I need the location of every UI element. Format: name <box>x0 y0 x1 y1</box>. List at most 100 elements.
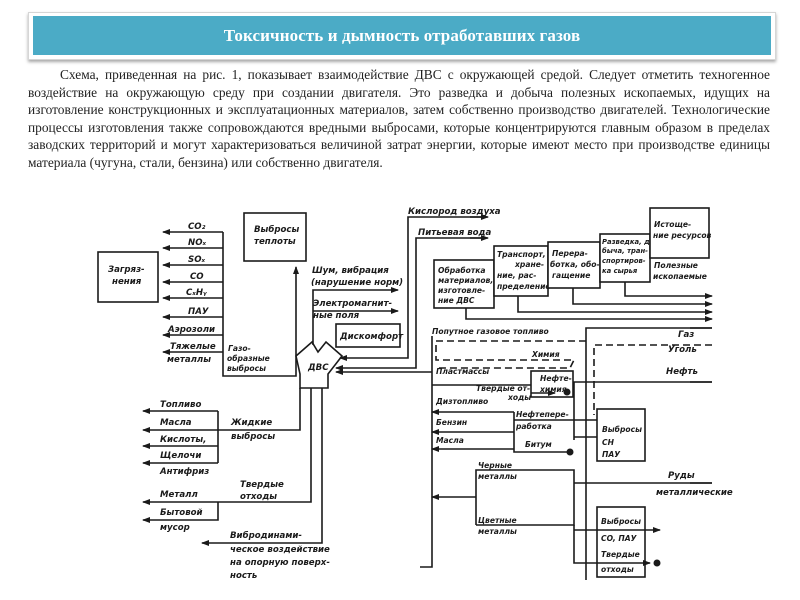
nonferrous-waste-arrow <box>573 525 651 566</box>
refinery-label-1: Нефтепере- <box>516 410 569 419</box>
label-antifreeze: Антифриз <box>159 467 209 477</box>
liquid-emissions-label-1: Жидкие <box>230 418 272 428</box>
body-paragraph: Схема, приведенная на рис. 1, показывает… <box>28 67 770 170</box>
svg-text:Обработка: Обработка <box>438 266 486 275</box>
refinery-trunk <box>513 412 570 453</box>
label-cxhy: CₓHᵧ <box>186 288 207 298</box>
svg-text:Выбросы: Выбросы <box>254 224 299 235</box>
plastics-label: Пластмассы <box>436 367 489 376</box>
noise-arrow <box>312 287 399 345</box>
gas-label: Газ <box>678 330 694 340</box>
gas-emissions-label-3: выбросы <box>227 364 266 373</box>
svg-text:Выбросы: Выбросы <box>601 517 641 526</box>
svg-text:быча, тран-: быча, тран- <box>602 247 648 255</box>
label-pau: ПАУ <box>188 307 209 317</box>
gas-pollutant-lines <box>162 229 283 377</box>
minerals-label-1: Полезные <box>654 261 698 270</box>
vibro-label-3: на опорную поверх- <box>230 558 330 568</box>
gas-emissions-label-2: образные <box>227 354 270 363</box>
svg-text:Загряз-: Загряз- <box>108 265 145 275</box>
svg-text:гащение: гащение <box>552 271 590 280</box>
ores-label-1: Руды <box>668 471 695 481</box>
em-label-1: Электромагнит- <box>313 299 393 309</box>
solid-trunk <box>218 388 312 503</box>
coal-label: Уголь <box>668 345 697 355</box>
vibro-label-4: ность <box>230 571 257 581</box>
gas-input-line <box>585 327 712 580</box>
water-line <box>335 237 484 371</box>
svg-text:Твердые: Твердые <box>601 550 640 559</box>
svg-text:нения: нения <box>112 277 142 287</box>
heat-arrow <box>283 266 299 377</box>
svg-text:Перера-: Перера- <box>552 249 588 258</box>
label-acids: Кислоты, <box>160 435 206 445</box>
svg-text:Истоще-: Истоще- <box>654 220 691 229</box>
body-text: Схема, приведенная на рис. 1, показывает… <box>28 66 770 172</box>
svg-text:ПАУ: ПАУ <box>602 450 621 459</box>
transport-output <box>517 296 713 315</box>
ferrous-label-2: металлы <box>478 472 517 481</box>
ores-label-2: металлические <box>656 488 733 498</box>
liquid-emissions-label-2: выбросы <box>231 431 275 442</box>
coal-input-line <box>593 344 712 415</box>
solid-waste-label-1: Твердые <box>240 480 284 490</box>
chemistry-label: Химия <box>531 350 560 359</box>
label-garbage-2: мусор <box>160 523 190 533</box>
exploration-output <box>624 282 713 299</box>
water-label: Питьевая вода <box>418 228 491 238</box>
petrochem-waste-dot <box>563 388 571 396</box>
svg-text:Транспорт,: Транспорт, <box>497 250 546 259</box>
heat-emissions-box: Выбросы теплоты <box>243 212 307 262</box>
processing-output <box>465 308 713 322</box>
bitumen-label: Битум <box>525 440 552 449</box>
svg-text:теплоты: теплоты <box>254 237 296 247</box>
refinery-label-2: работка <box>515 422 552 431</box>
svg-text:ние, рас-: ние, рас- <box>497 271 536 280</box>
vibro-label-2: ческое воздействие <box>230 545 330 555</box>
noise-label-1: Шум, вибрация <box>312 265 389 276</box>
svg-text:хране-: хране- <box>514 260 544 269</box>
label-sox: SOₓ <box>188 255 205 265</box>
materials-to-engine <box>336 336 433 568</box>
label-metal: Металл <box>160 490 198 500</box>
label-alkali: Щелочи <box>160 451 201 461</box>
svg-text:Разведка, до-: Разведка, до- <box>602 238 657 246</box>
svg-text:спортиров-: спортиров- <box>602 257 646 265</box>
emissions-box-2: Выбросы CO, ПАУ Твердые отходы <box>596 506 646 578</box>
oxygen-label: Кислород воздуха <box>408 207 501 217</box>
noise-label-2: (нарушение норм) <box>311 278 403 288</box>
nonferrous-label-1: Цветные <box>478 516 517 525</box>
oil-label: Нефть <box>666 367 698 377</box>
label-heavy: Тяжелые <box>170 342 216 352</box>
label-nox: NOₓ <box>188 238 206 248</box>
exploration-box: Разведка, до- быча, тран- спортиров- ка … <box>599 233 657 283</box>
refining-output <box>572 288 713 307</box>
engine-label: ДВС <box>307 363 329 373</box>
discomfort-box: Дискомфорт <box>335 323 404 348</box>
svg-text:Дискомфорт: Дискомфорт <box>339 332 404 342</box>
pollution-box: Загряз- нения <box>97 251 159 303</box>
gas-emissions-label-1: Газо- <box>228 344 251 353</box>
label-co: CO <box>190 272 204 282</box>
vibro-label-1: Вибродинами- <box>230 530 302 541</box>
svg-text:химия: химия <box>539 385 567 394</box>
label-oils: Масла <box>160 418 192 428</box>
transport-box: Транспорт, хране- ние, рас- пределение <box>493 245 551 297</box>
minerals-label-2: ископаемые <box>653 272 707 281</box>
label-garbage-1: Бытовой <box>160 508 203 518</box>
svg-text:ботка, обо-: ботка, обо- <box>550 260 600 269</box>
oxygen-line <box>339 216 484 361</box>
slide-title: Токсичность и дымность отработавших газо… <box>223 25 581 45</box>
diesel-label: Дизтопливо <box>435 397 488 406</box>
label-aerosols: Аэрозоли <box>167 325 215 335</box>
assoc-gas-label: Попутное газовое топливо <box>432 327 549 336</box>
label-fuel: Топливо <box>160 400 201 410</box>
svg-text:CO, ПАУ: CO, ПАУ <box>601 534 638 543</box>
liquid-trunk <box>218 388 301 431</box>
svg-text:отходы: отходы <box>601 565 634 574</box>
svg-text:Нефте-: Нефте- <box>540 374 572 383</box>
refining-box: Перера- ботка, обо- гащение <box>547 241 601 289</box>
depletion-box: Истоще- ние ресурсов <box>649 207 712 259</box>
svg-text:пределение: пределение <box>497 282 551 291</box>
